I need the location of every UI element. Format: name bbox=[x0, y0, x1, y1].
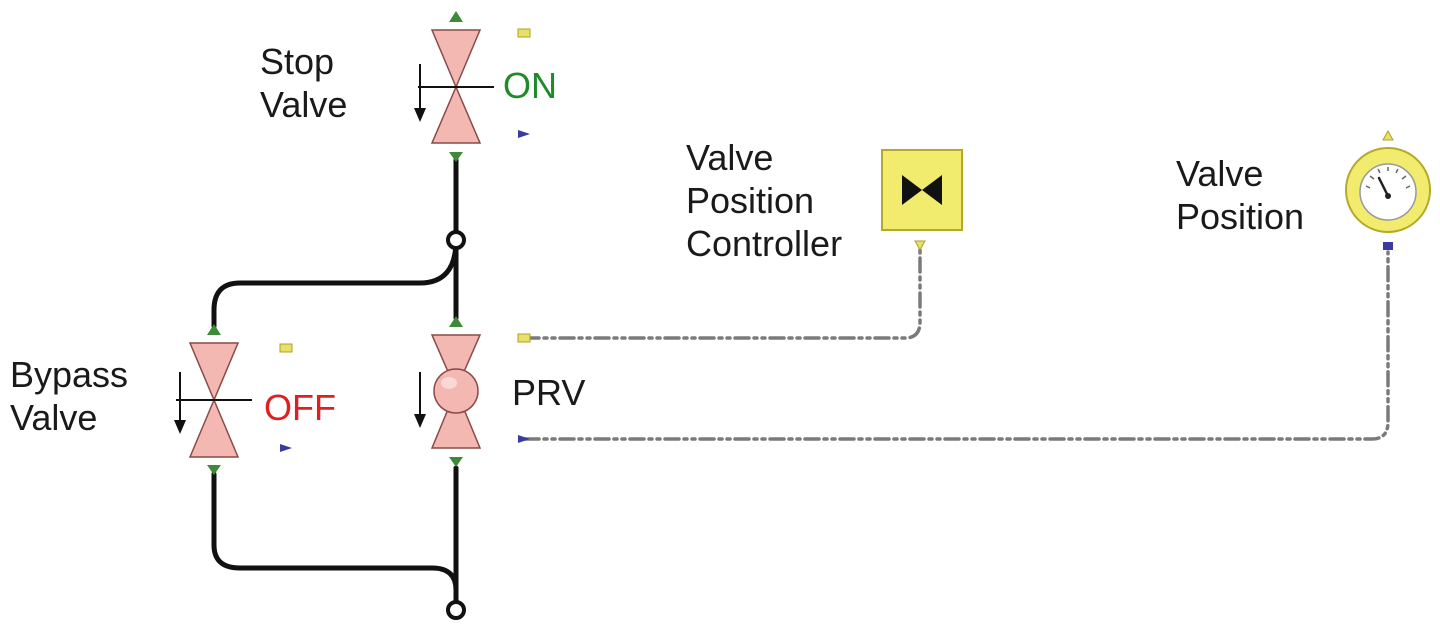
bypass-valve-state: OFF bbox=[264, 387, 336, 428]
down-arrow-icon bbox=[414, 64, 426, 122]
down-arrow-icon bbox=[414, 372, 426, 428]
pipe-bypass-to-bottom bbox=[211, 471, 459, 593]
prv-valve[interactable] bbox=[414, 316, 531, 467]
stop-valve[interactable] bbox=[414, 11, 531, 162]
stop-valve-label-line1: Stop bbox=[260, 41, 334, 82]
bowtie-valve-icon bbox=[902, 175, 942, 205]
stop-valve-signal-port bbox=[518, 130, 530, 138]
stop-valve-inlet-port bbox=[449, 11, 463, 22]
pressure-reducing-valve-icon bbox=[430, 334, 482, 449]
controller-label-line3: Controller bbox=[686, 223, 842, 264]
gauge-top-port bbox=[1382, 129, 1394, 141]
signal-prv-to-gauge bbox=[523, 250, 1390, 441]
bypass-valve-inlet-port bbox=[207, 324, 221, 335]
controller-label-line1: Valve bbox=[686, 137, 773, 178]
bypass-valve[interactable] bbox=[174, 324, 293, 475]
pipe-junction-to-bypass bbox=[211, 237, 459, 329]
stop-valve-label-line2: Valve bbox=[260, 84, 347, 125]
signal-controller-to-prv bbox=[523, 248, 922, 340]
pipe-network bbox=[211, 157, 459, 611]
gauge-input-port bbox=[1383, 242, 1393, 250]
stop-valve-outlet-port bbox=[449, 152, 463, 162]
valve-position-controller[interactable] bbox=[881, 149, 963, 252]
bypass-valve-outlet-port bbox=[207, 465, 221, 475]
gate-valve-icon bbox=[418, 29, 494, 144]
valve-position-gauge[interactable] bbox=[1345, 129, 1431, 250]
stop-valve-state: ON bbox=[503, 65, 557, 106]
prv-setting-port bbox=[517, 333, 531, 343]
bypass-valve-label-line2: Valve bbox=[10, 397, 97, 438]
gauge-label-line1: Valve bbox=[1176, 153, 1263, 194]
gate-valve-icon bbox=[176, 342, 252, 458]
junction-top[interactable] bbox=[446, 230, 466, 250]
prv-outlet-port bbox=[449, 457, 463, 467]
prv-inlet-port bbox=[449, 316, 463, 327]
bypass-valve-label-line1: Bypass bbox=[10, 354, 128, 395]
dial-gauge-icon bbox=[1345, 147, 1431, 233]
down-arrow-icon bbox=[174, 372, 186, 434]
junction-bottom[interactable] bbox=[446, 600, 466, 620]
bypass-valve-signal-port bbox=[280, 444, 292, 452]
stop-valve-setting-port bbox=[517, 28, 531, 38]
prv-label: PRV bbox=[512, 372, 585, 413]
controller-output-port bbox=[914, 240, 926, 252]
prv-signal-port bbox=[518, 435, 530, 443]
controller-label-line2: Position bbox=[686, 180, 814, 221]
bypass-valve-setting-port bbox=[279, 343, 293, 353]
gauge-label-line2: Position bbox=[1176, 196, 1304, 237]
